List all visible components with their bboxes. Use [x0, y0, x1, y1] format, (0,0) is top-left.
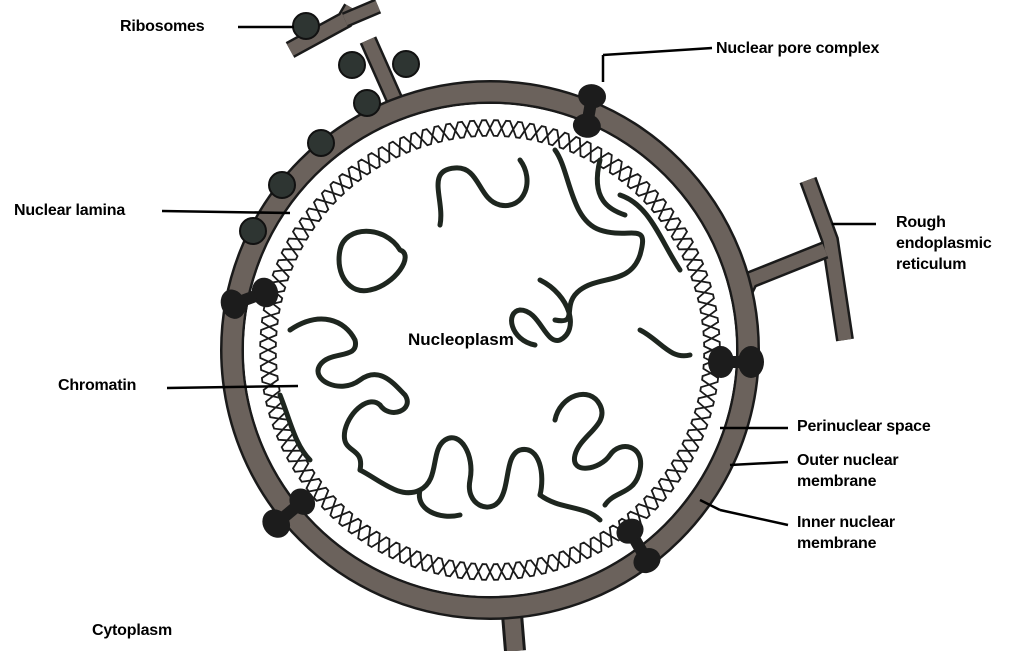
ribosome	[308, 130, 334, 156]
label-outer-membrane-line2: membrane	[797, 471, 876, 493]
label-nucleoplasm: Nucleoplasm	[408, 330, 514, 350]
label-cytoplasm: Cytoplasm	[92, 620, 172, 642]
label-nuclear-pore-complex: Nuclear pore complex	[716, 38, 879, 60]
label-rough-er-line1: Rough	[896, 212, 946, 234]
label-outer-membrane-line1: Outer nuclear	[797, 450, 898, 472]
ribosome	[293, 13, 319, 39]
ribosome	[393, 51, 419, 77]
inner-membrane-leader-2	[720, 510, 788, 525]
nuclear-pore-leader	[603, 48, 712, 55]
label-chromatin: Chromatin	[58, 375, 136, 397]
label-inner-membrane-line1: Inner nuclear	[797, 512, 895, 534]
ribosome	[269, 172, 295, 198]
label-inner-membrane-line2: membrane	[797, 533, 876, 555]
label-ribosomes: Ribosomes	[120, 16, 204, 38]
ribosome	[339, 52, 365, 78]
label-perinuclear-space: Perinuclear space	[797, 416, 931, 438]
ribosome	[354, 90, 380, 116]
ribosome	[240, 218, 266, 244]
outer-membrane-leader	[730, 462, 788, 465]
label-rough-er-line3: reticulum	[896, 254, 966, 276]
label-nuclear-lamina: Nuclear lamina	[14, 200, 125, 222]
label-rough-er-line2: endoplasmic	[896, 233, 992, 255]
